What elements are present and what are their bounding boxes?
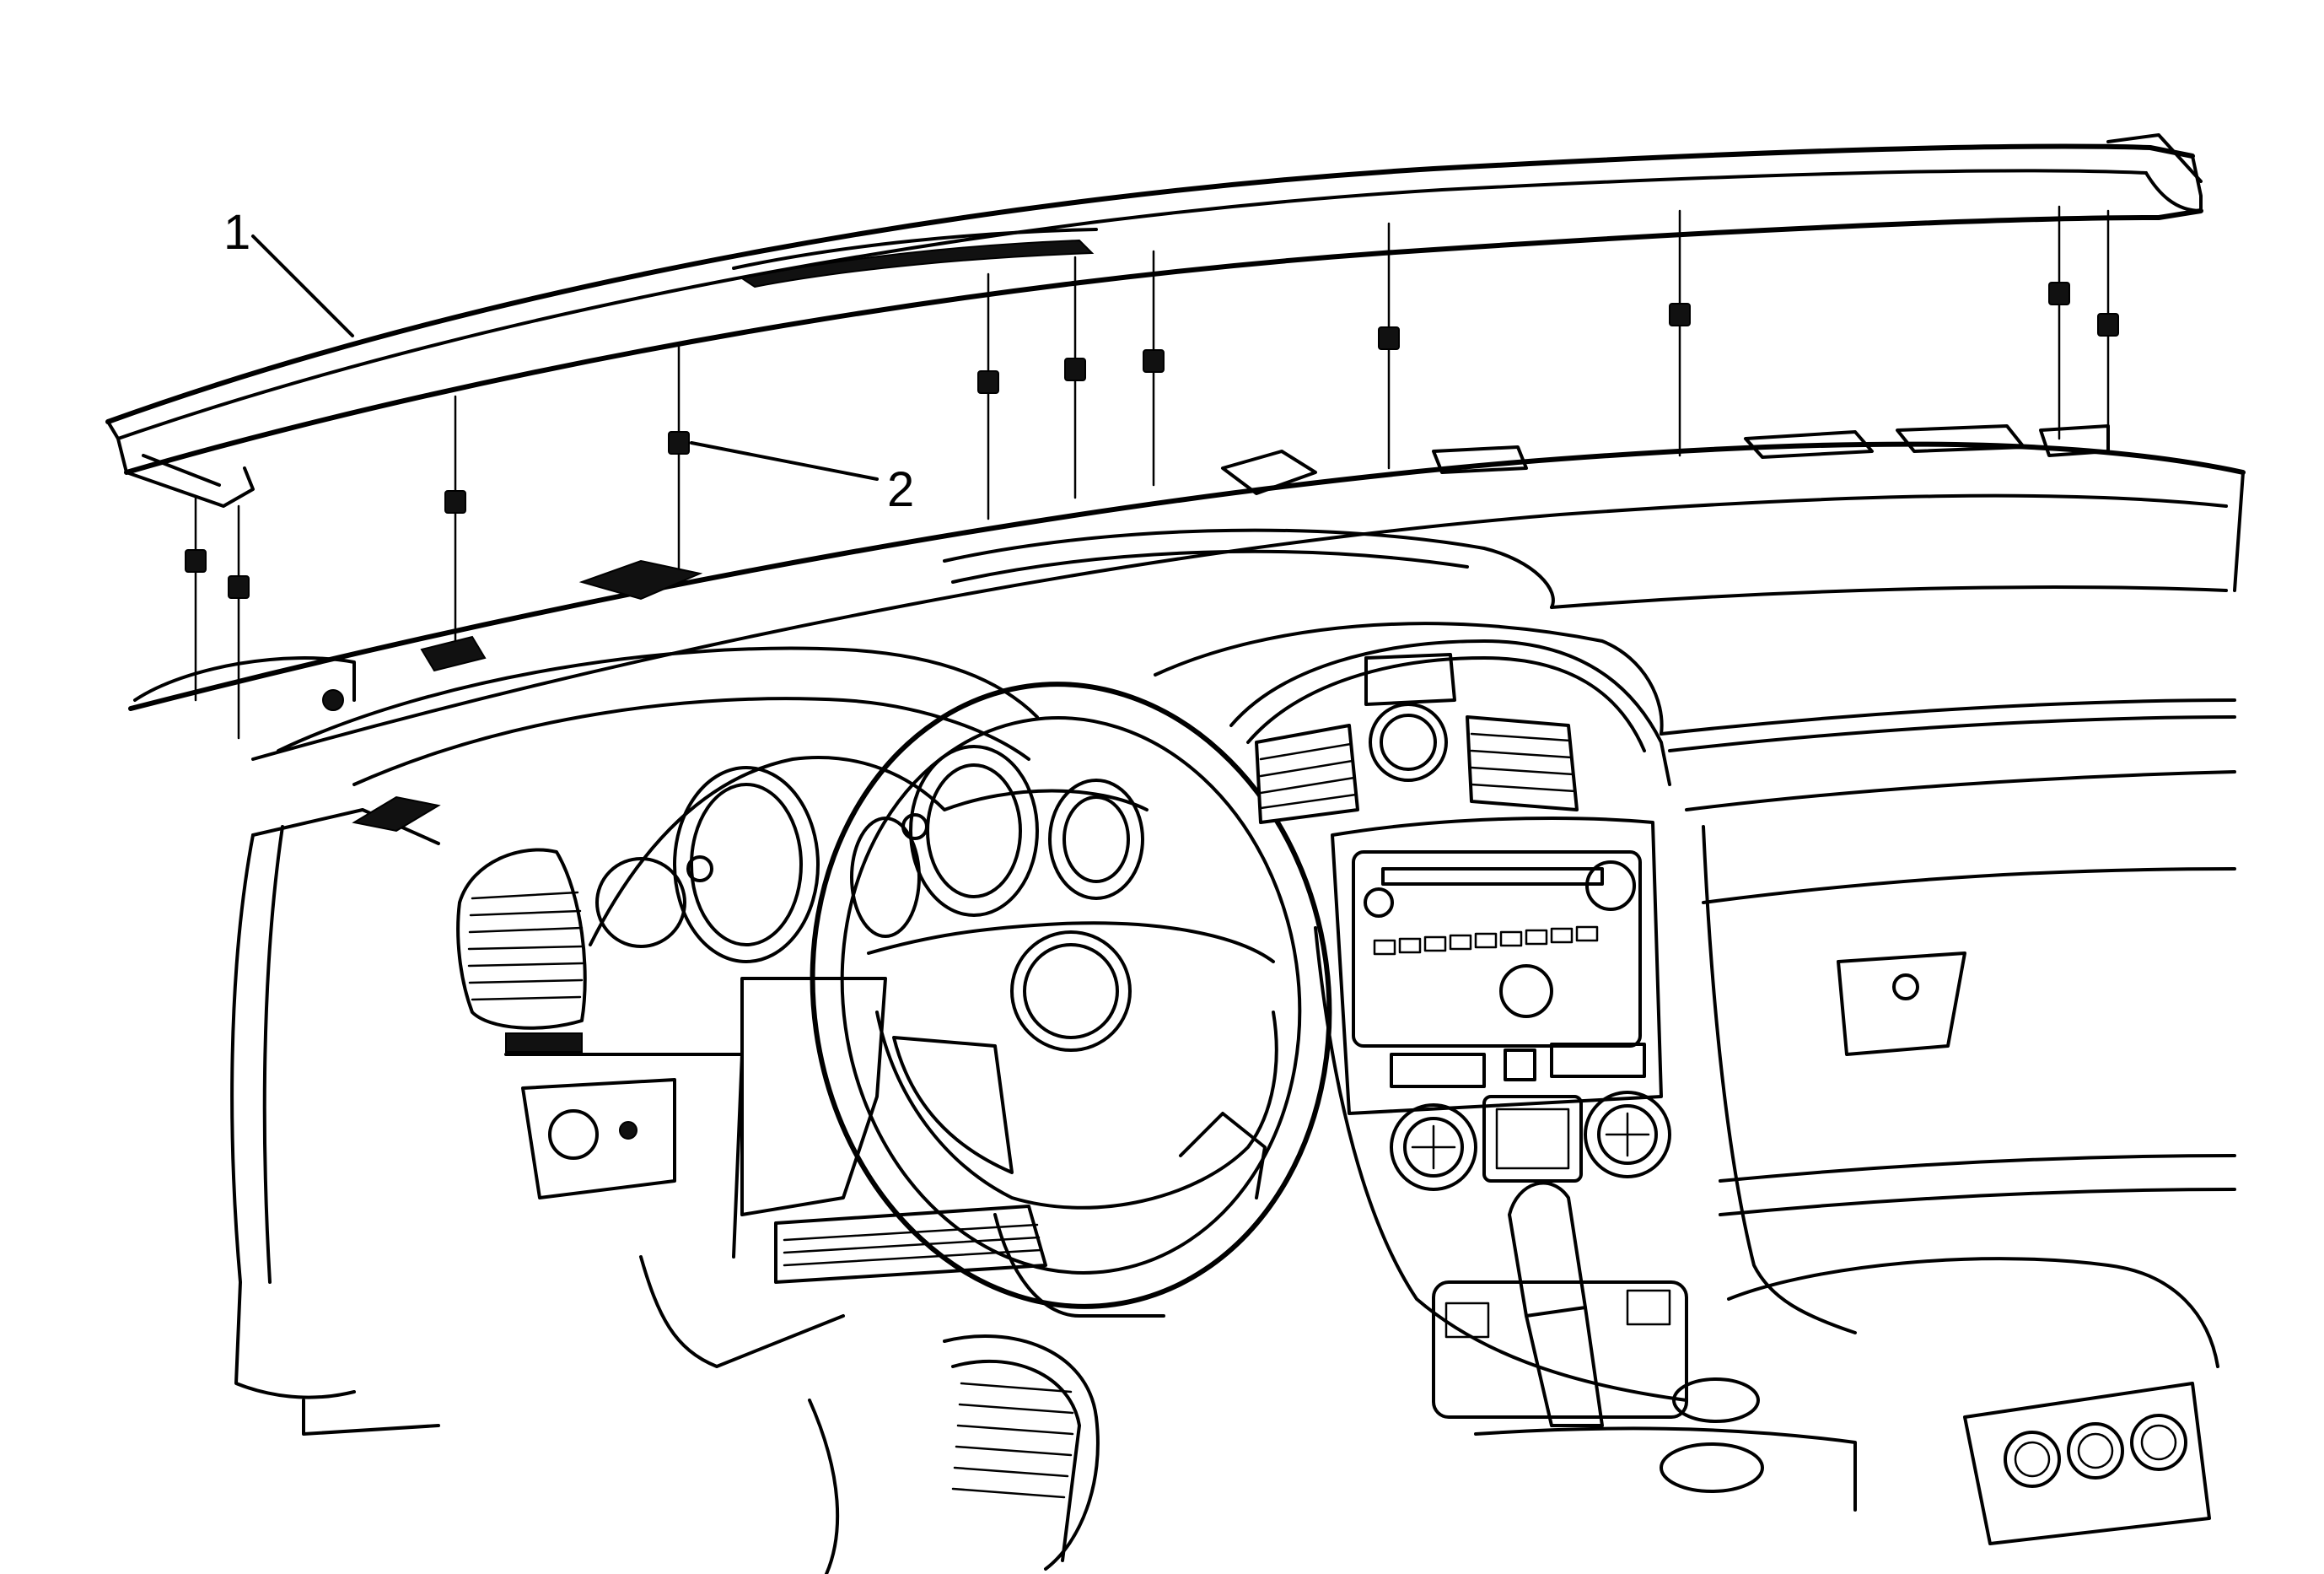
retainer-clip — [185, 549, 207, 573]
retainer-clip — [977, 370, 999, 394]
retainer-clip — [668, 431, 690, 455]
retainer-clip — [1378, 326, 1400, 350]
retainer-clip — [2097, 313, 2119, 337]
callout-2: 2 — [690, 441, 914, 517]
retainer-clip — [1143, 349, 1165, 373]
retainer-clip — [1064, 358, 1086, 381]
callout-1: 1 — [223, 205, 354, 337]
retainer-clips — [185, 205, 2119, 740]
instrument-panel — [128, 424, 2246, 1574]
callout-1-label: 1 — [223, 205, 250, 260]
retainer-clip — [444, 490, 466, 514]
retainer-clip — [1669, 303, 1691, 326]
callout-2-label: 2 — [887, 462, 914, 517]
upper-trim-panel — [105, 133, 2203, 508]
retainer-clip — [228, 575, 250, 599]
retainer-clip — [2048, 282, 2070, 305]
